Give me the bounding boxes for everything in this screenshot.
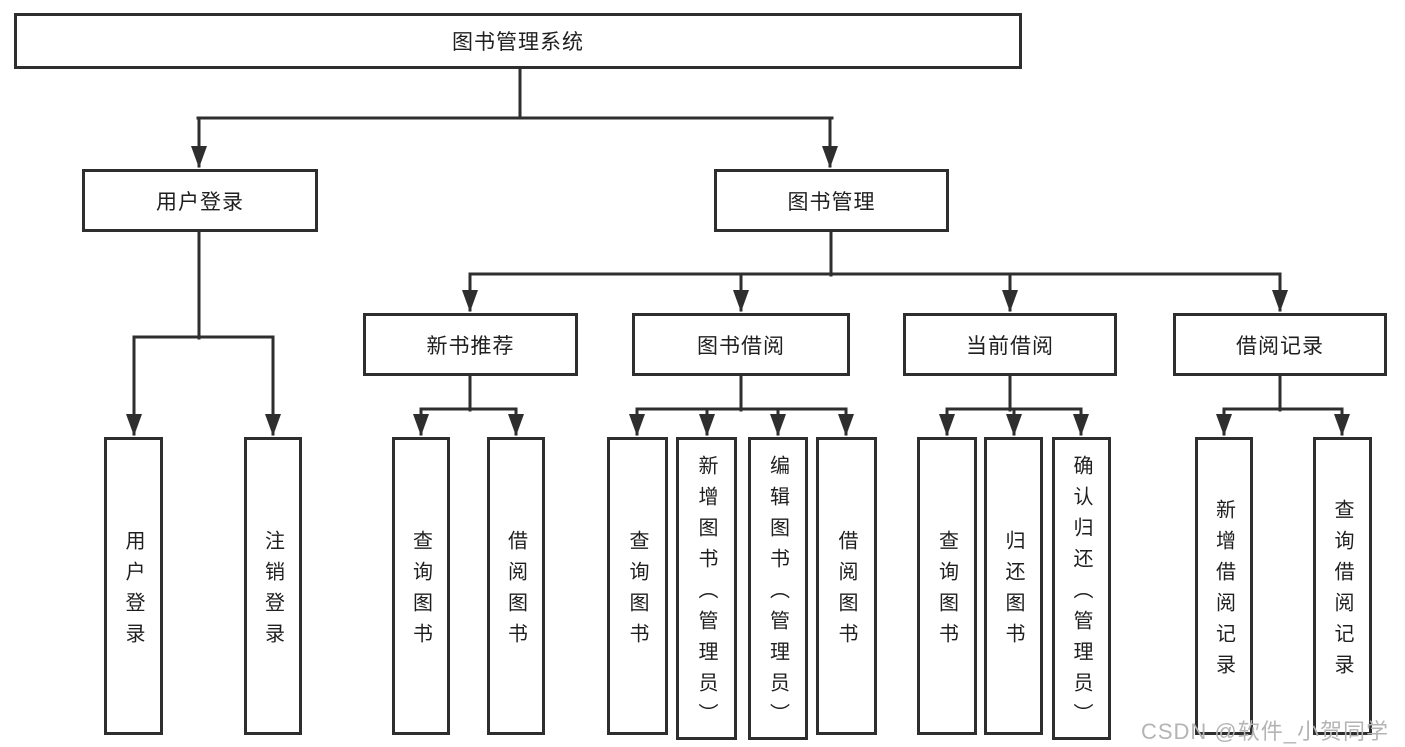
node-add-borrow-record: 新增借阅记录 (1195, 437, 1253, 735)
node-label: 新增图书（管理员） (695, 454, 717, 734)
node-label: 用户登录 (122, 529, 144, 654)
node-label: 借阅图书 (504, 529, 527, 654)
node-user-login: 用户登录 (82, 169, 318, 232)
node-user-login-leaf: 用户登录 (104, 437, 163, 735)
node-label: 注销登录 (261, 529, 284, 654)
node-add-books-admin: 新增图书（管理员） (676, 437, 737, 740)
node-label: 查询图书 (935, 529, 958, 654)
node-book-management: 图书管理 (714, 169, 949, 232)
node-new-book-recommend: 新书推荐 (363, 313, 578, 376)
node-book-borrow: 图书借阅 (632, 313, 850, 376)
node-label: 新增借阅记录 (1212, 498, 1235, 685)
node-query-books-current: 查询图书 (917, 437, 977, 735)
node-logout: 注销登录 (244, 437, 302, 735)
node-edit-books-admin: 编辑图书（管理员） (748, 437, 808, 740)
node-book-management-system: 图书管理系统 (14, 13, 1022, 69)
node-label: 借阅图书 (835, 529, 857, 654)
node-label: 图书管理系统 (452, 31, 584, 54)
node-borrow-records: 借阅记录 (1173, 313, 1387, 376)
node-label: 编辑图书（管理员） (766, 454, 789, 734)
csdn-watermark: CSDN @软件_小贺同学 (1140, 719, 1389, 744)
node-label: 用户登录 (156, 190, 244, 214)
node-label: 确认归还（管理员） (1070, 454, 1092, 734)
node-label: 当前借阅 (966, 334, 1054, 358)
node-label: 借阅记录 (1236, 334, 1324, 358)
node-label: 查询借阅记录 (1331, 498, 1353, 685)
node-label: 归还图书 (1002, 529, 1024, 654)
node-label: 新书推荐 (426, 334, 515, 358)
node-borrow-books-recommend: 借阅图书 (487, 437, 545, 735)
node-borrow-books-leaf: 借阅图书 (816, 437, 877, 735)
node-confirm-return-admin: 确认归还（管理员） (1052, 437, 1111, 740)
node-label: 图书管理 (787, 190, 876, 214)
node-label: 图书借阅 (697, 334, 785, 358)
node-label: 查询图书 (409, 529, 432, 654)
node-return-books: 归还图书 (984, 437, 1043, 735)
node-label: 查询图书 (626, 529, 648, 654)
node-query-borrow-record: 查询借阅记录 (1313, 437, 1372, 735)
node-query-books-borrow: 查询图书 (607, 437, 668, 735)
node-current-borrow: 当前借阅 (903, 313, 1117, 376)
node-query-books-recommend: 查询图书 (392, 437, 450, 735)
